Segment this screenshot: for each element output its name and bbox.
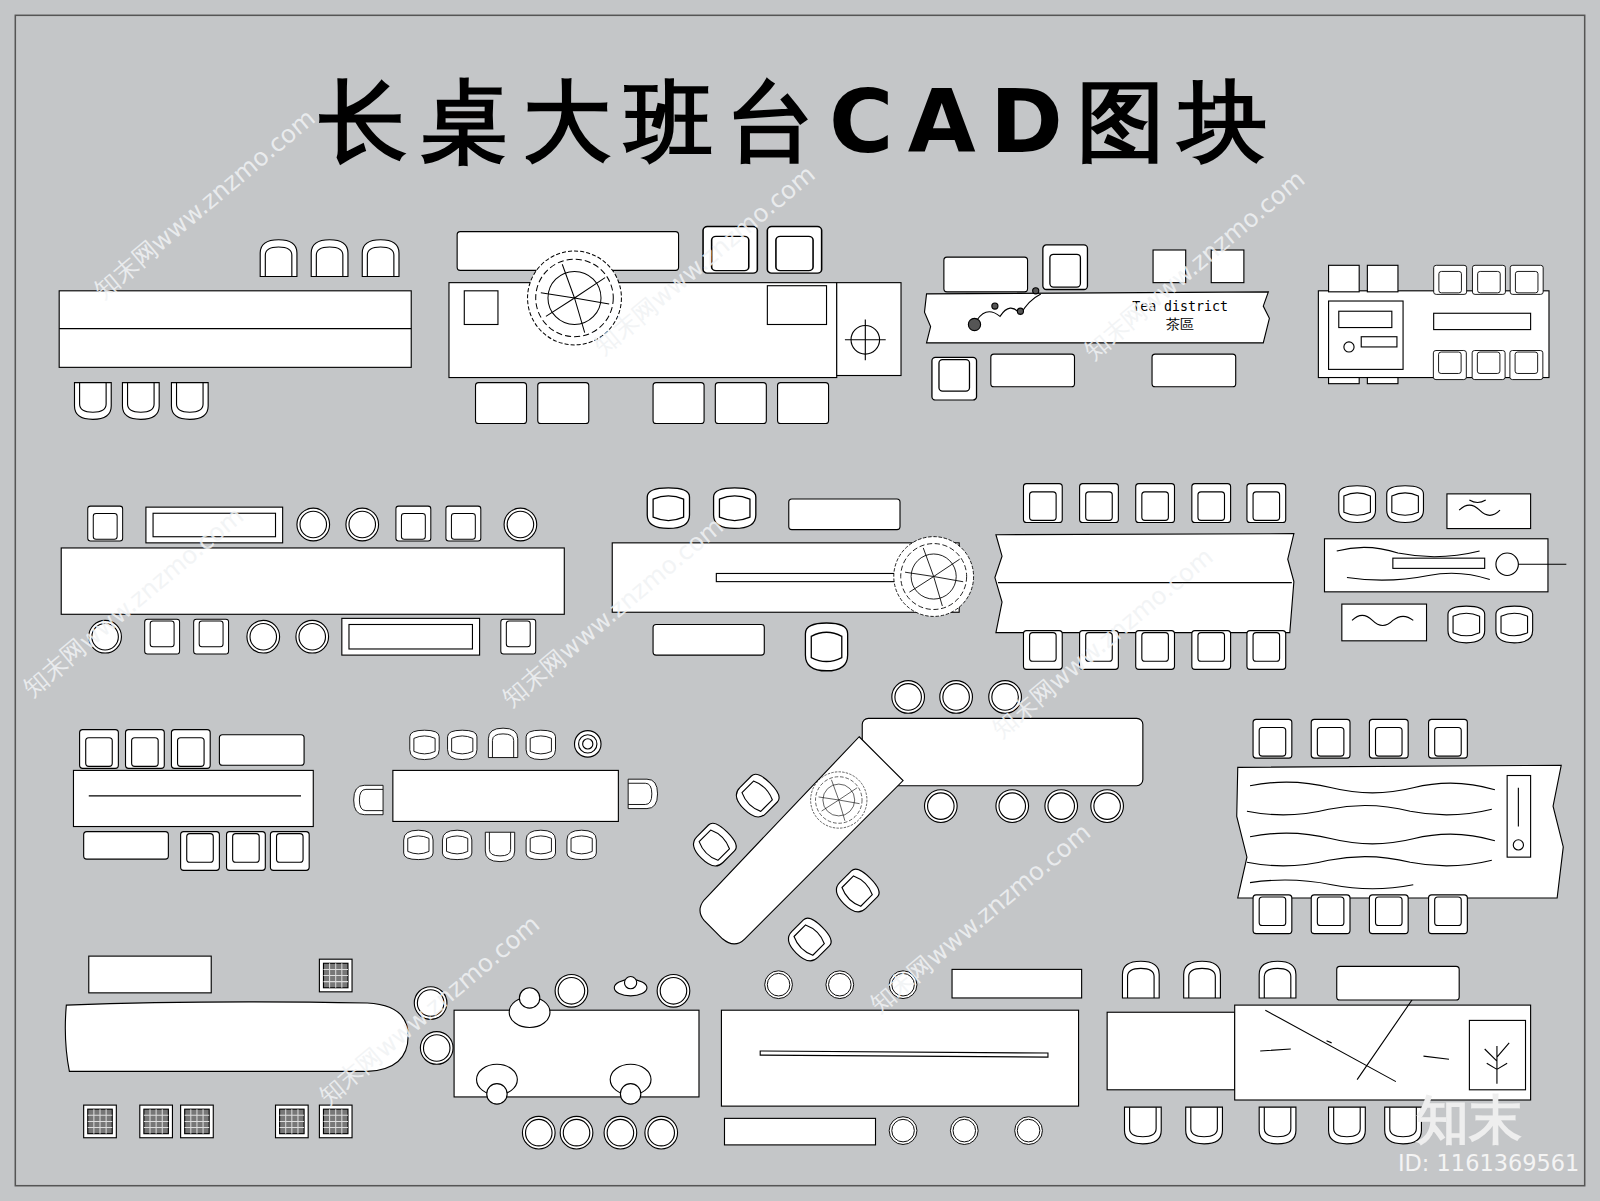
area-name-cn: 茶區: [1166, 315, 1195, 331]
logo-mark: 知末: [1416, 1085, 1522, 1156]
image-id: ID: 1161369561: [1398, 1151, 1579, 1177]
